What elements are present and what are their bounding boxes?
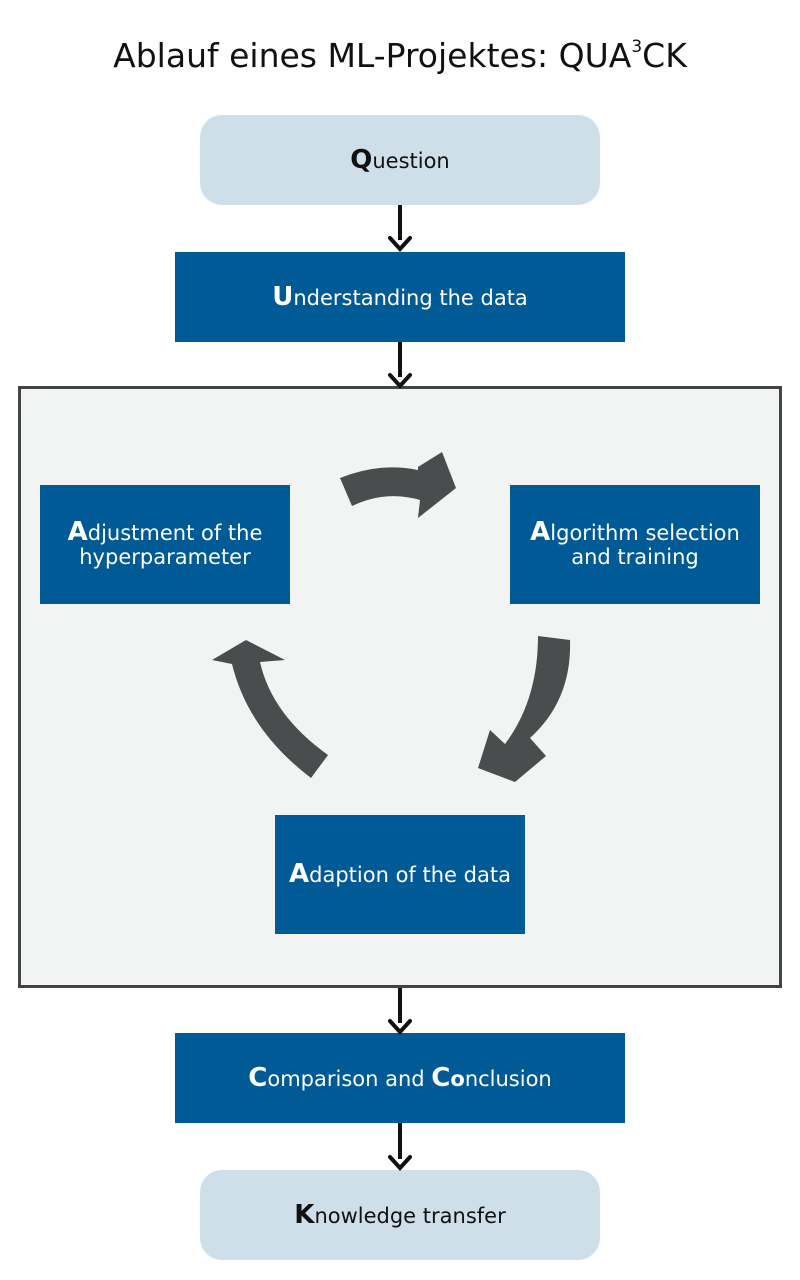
step-comparison-label: Comparison and Conclusion xyxy=(248,1062,552,1093)
step-adaption-label: Adaption of the data xyxy=(289,859,511,889)
title-tail: CK xyxy=(642,36,687,75)
title-main: Ablauf eines ML-Projektes: QUA xyxy=(113,36,632,75)
step-knowledge-label: Knowledge transfer xyxy=(294,1199,506,1230)
arrow-loop-to-comparison xyxy=(388,988,412,1035)
step-knowledge: Knowledge transfer xyxy=(200,1170,600,1260)
cycle-arrow-algorithm-to-adaption xyxy=(478,636,571,782)
diagram-title: Ablauf eines ML-Projektes: QUA3CK xyxy=(0,36,800,75)
arrow-comparison-to-knowledge xyxy=(388,1123,412,1171)
cycle-arrow-adaption-to-adjustment xyxy=(212,640,328,778)
step-question: Question xyxy=(200,115,600,205)
step-comparison: Comparison and Conclusion xyxy=(175,1033,625,1123)
step-question-label: Question xyxy=(350,144,450,175)
step-understanding-label: Understanding the data xyxy=(272,281,528,312)
title-superscript: 3 xyxy=(631,37,643,57)
arrow-understanding-to-loop xyxy=(388,342,412,389)
cycle-arrow-adjustment-to-algorithm xyxy=(340,452,456,518)
arrow-question-to-understanding xyxy=(388,205,412,252)
step-adaption: Adaption of the data xyxy=(275,815,525,934)
step-understanding: Understanding the data xyxy=(175,252,625,342)
